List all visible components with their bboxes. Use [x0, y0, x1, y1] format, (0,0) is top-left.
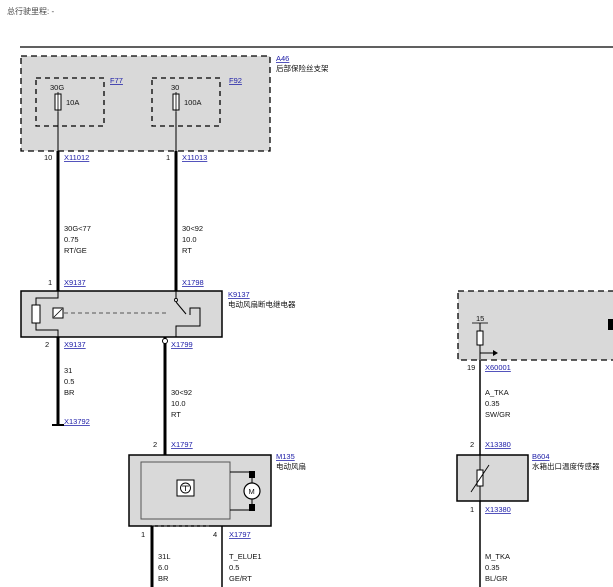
f92-link[interactable]: F92 [229, 76, 242, 85]
x1797-top-pin: 2 [153, 440, 157, 449]
w2-size: 10.0 [182, 235, 197, 244]
fuse-carrier-a46 [20, 55, 271, 152]
x13380-top-pin: 2 [470, 440, 474, 449]
total-mileage-label: 总行驶里程: - [7, 7, 55, 16]
k9137-name: 电动风扇断电继电器 [228, 299, 296, 309]
w4-signal: 30<92 [171, 388, 192, 397]
x11012-pin: 10 [44, 153, 52, 162]
x1797-top-link[interactable]: X1797 [171, 440, 193, 449]
w5-size: 6.0 [158, 563, 168, 572]
x9137-bot-pin: 2 [45, 340, 49, 349]
m135-pin1: 1 [141, 530, 145, 539]
right-box-pin-label: 15 [476, 314, 484, 323]
w6-color: GE/RT [229, 574, 252, 583]
w1-color: RT/GE [64, 246, 87, 255]
x13380-bot-link[interactable]: X13380 [485, 505, 511, 514]
x11012-link[interactable]: X11012 [64, 153, 89, 162]
w1-signal: 30G<77 [64, 224, 91, 233]
fuse-f77-outline [35, 77, 105, 127]
x9137-top-link[interactable]: X9137 [64, 278, 86, 287]
w5-signal: 31L [158, 552, 171, 561]
f92-rating: 100A [184, 98, 202, 107]
x11013-pin: 1 [166, 153, 170, 162]
w7-signal: A_TKA [485, 388, 509, 397]
a46-link[interactable]: A46 [276, 54, 289, 63]
b604-name: 水箱出口温度传感器 [532, 461, 600, 471]
control-unit-box [457, 290, 613, 361]
x1799-link[interactable]: X1799 [171, 340, 193, 349]
w3-signal: 31 [64, 366, 72, 375]
f92-terminal: 30 [171, 83, 179, 92]
x13792-link[interactable]: X13792 [64, 417, 90, 426]
x1798-link[interactable]: X1798 [182, 278, 204, 287]
fuse-f92-outline [151, 77, 221, 127]
f77-rating: 10A [66, 98, 79, 107]
x1797-bot-link[interactable]: X1797 [229, 530, 251, 539]
sensor-b604 [456, 454, 529, 502]
x60001-link[interactable]: X60001 [485, 363, 511, 372]
w2-signal: 30<92 [182, 224, 203, 233]
m135-name: 电动风扇 [276, 461, 306, 471]
x13380-top-link[interactable]: X13380 [485, 440, 511, 449]
relay-coil-icon [31, 304, 41, 324]
pullup-resistor-icon [476, 330, 484, 346]
x13380-bot-pin: 1 [470, 505, 474, 514]
x9137-top-pin: 1 [48, 278, 52, 287]
motor-letter: M [249, 487, 255, 496]
w8-color: BL/GR [485, 574, 508, 583]
b604-link[interactable]: B604 [532, 452, 550, 461]
w3-color: BR [64, 388, 75, 397]
w5-color: BR [158, 574, 169, 583]
x60001-pin: 19 [467, 363, 475, 372]
m135-link[interactable]: M135 [276, 452, 295, 461]
w8-signal: M_TKA [485, 552, 510, 561]
w4-color: RT [171, 410, 181, 419]
w6-signal: T_ELUE1 [229, 552, 262, 561]
f77-link[interactable]: F77 [110, 76, 123, 85]
a46-name: 后部保险丝支架 [276, 63, 329, 73]
k9137-link[interactable]: K9137 [228, 290, 250, 299]
w3-size: 0.5 [64, 377, 74, 386]
motor-icon [243, 482, 261, 500]
f77-terminal: 30G [50, 83, 64, 92]
w4-size: 10.0 [171, 399, 186, 408]
x9137-bot-link[interactable]: X9137 [64, 340, 86, 349]
w7-size: 0.35 [485, 399, 500, 408]
w6-size: 0.5 [229, 563, 239, 572]
w7-color: SW/GR [485, 410, 511, 419]
w2-color: RT [182, 246, 192, 255]
relay-contact-icon [175, 301, 187, 315]
x1797-bot-pin: 4 [213, 530, 217, 539]
w1-size: 0.75 [64, 235, 79, 244]
x11013-link[interactable]: X11013 [182, 153, 207, 162]
w8-size: 0.35 [485, 563, 500, 572]
